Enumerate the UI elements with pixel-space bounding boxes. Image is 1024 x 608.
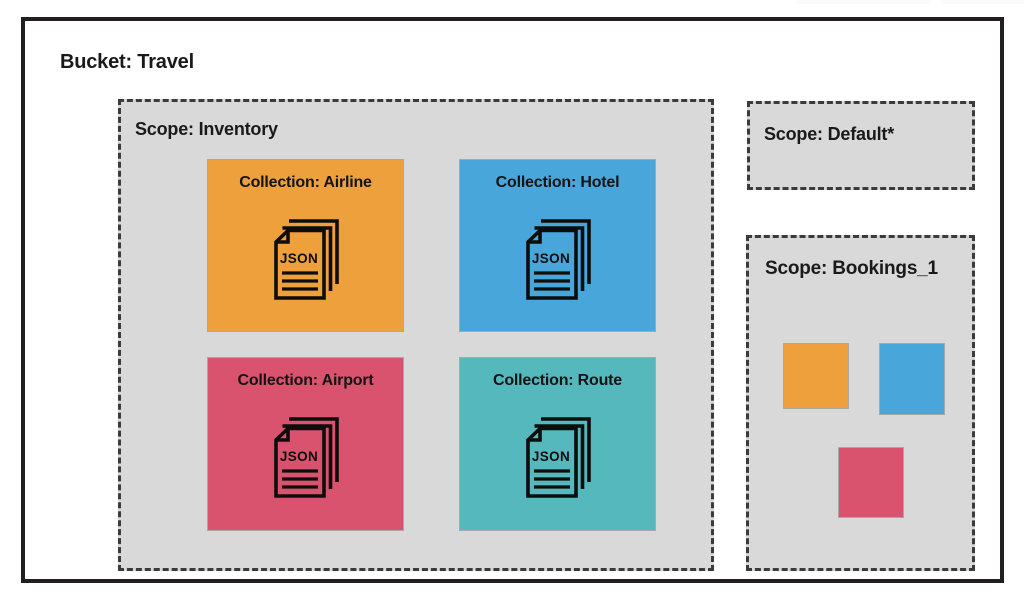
scope-inventory-title: Scope: Inventory xyxy=(135,119,278,139)
bucket-title: Bucket: Travel xyxy=(60,51,194,73)
collection-card-route[interactable]: Collection: Route JSON xyxy=(459,357,656,531)
capture-artifact-strip-left xyxy=(796,0,930,4)
scope-default-title: Scope: Default* xyxy=(764,124,895,144)
svg-text:JSON: JSON xyxy=(279,251,317,266)
scope-bookings-1: Scope: Bookings_1 xyxy=(746,235,975,571)
svg-text:JSON: JSON xyxy=(279,449,317,464)
collection-route-title: Collection: Route xyxy=(492,372,623,389)
collection-swatch-orange[interactable] xyxy=(783,343,849,409)
collection-swatch-red[interactable] xyxy=(838,447,904,518)
svg-text:JSON: JSON xyxy=(531,251,569,266)
collection-card-hotel[interactable]: Collection: Hotel JSON xyxy=(459,159,656,332)
collection-card-airport[interactable]: Collection: Airport JSON xyxy=(207,357,404,531)
json-documents-icon: JSON xyxy=(267,212,345,300)
bucket-container: Bucket: Travel Scope: Inventory Collecti… xyxy=(21,17,1004,583)
capture-artifact-strip-right xyxy=(942,0,1024,4)
scope-default: Scope: Default* xyxy=(747,101,975,190)
collection-swatch-blue[interactable] xyxy=(879,343,945,415)
collection-card-airline[interactable]: Collection: Airline JSON xyxy=(207,159,404,332)
json-documents-icon: JSON xyxy=(267,410,345,498)
collection-airport-title: Collection: Airport xyxy=(237,372,374,389)
svg-text:JSON: JSON xyxy=(531,449,569,464)
json-documents-icon: JSON xyxy=(519,212,597,300)
json-documents-icon: JSON xyxy=(519,410,597,498)
collection-airline-title: Collection: Airline xyxy=(239,174,372,191)
collection-hotel-title: Collection: Hotel xyxy=(495,174,620,191)
scope-bookings-1-title: Scope: Bookings_1 xyxy=(765,258,938,279)
